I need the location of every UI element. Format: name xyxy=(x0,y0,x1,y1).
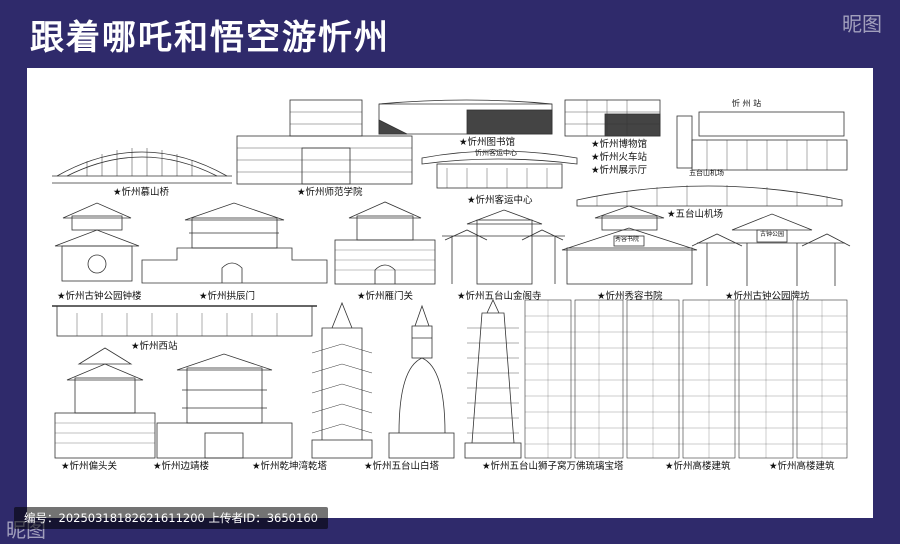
gongchen-gate-drawing xyxy=(141,202,328,284)
label-yanmen-pass: ★忻州雁门关 xyxy=(357,291,414,302)
lion-pagoda-drawing xyxy=(464,299,522,459)
jinge-temple-drawing xyxy=(442,209,565,285)
mushan-bridge-drawing xyxy=(52,148,232,184)
label-mushan-bridge: ★忻州慕山桥 xyxy=(113,187,170,198)
airport-drawing xyxy=(576,185,843,207)
label-piantou-pass: ★忻州偏头关 xyxy=(61,461,118,472)
label-exhibition-hall: ★忻州展示厅 xyxy=(591,165,648,176)
xiurong-academy-drawing xyxy=(561,205,698,285)
xiurong-sign: 秀容书院 xyxy=(615,236,640,243)
label-xiurong-academy: ★忻州秀容书院 xyxy=(597,291,663,302)
bianjing-tower-drawing xyxy=(156,353,293,459)
watermark-top-right: 昵图 xyxy=(842,12,882,36)
library-drawing xyxy=(378,99,553,135)
memorial-arch-drawing xyxy=(691,213,851,286)
label-memorial-arch: ★忻州古钟公园牌坊 xyxy=(725,291,810,302)
label-airport: ★五台山机场 xyxy=(667,209,724,220)
label-normal-college: ★忻州师范学院 xyxy=(297,187,363,198)
landmarks-line-art xyxy=(52,99,851,459)
airport-sign: 五台山机场 xyxy=(689,169,724,177)
label-west-station: ★忻州西站 xyxy=(131,341,178,352)
bus-center-sign: 忻州客运中心 xyxy=(475,149,517,157)
west-station-drawing xyxy=(52,305,317,337)
label-bell-tower: ★忻州古钟公园钟楼 xyxy=(57,291,142,302)
arch-sign: 古钟公园 xyxy=(760,231,785,238)
yanmen-pass-drawing xyxy=(334,201,436,285)
bus-center-drawing xyxy=(421,150,578,189)
normal-college-drawing xyxy=(236,99,413,185)
label-gongchen-gate: ★忻州拱辰门 xyxy=(199,291,256,302)
label-jinge-temple: ★忻州五台山金阁寺 xyxy=(457,291,542,302)
label-highrise-2: ★忻州高楼建筑 xyxy=(769,461,835,472)
label-bus-center: ★忻州客运中心 xyxy=(467,195,533,206)
label-museum: ★忻州博物馆 xyxy=(591,139,648,150)
piantou-pass-drawing xyxy=(54,347,156,459)
station-sign: 忻 州 站 xyxy=(732,99,762,108)
bell-tower-drawing xyxy=(54,202,140,282)
label-bianjing-tower: ★忻州边靖楼 xyxy=(153,461,210,472)
label-qiankun-tower: ★忻州乾坤湾乾塔 xyxy=(252,461,328,472)
label-lion-pagoda: ★忻州五台山狮子窝万佛琉璃宝塔 xyxy=(482,461,624,472)
museum-drawing xyxy=(564,99,661,137)
label-library: ★忻州图书馆 xyxy=(459,137,516,148)
label-white-pagoda: ★忻州五台山白塔 xyxy=(364,461,440,472)
white-pagoda-drawing xyxy=(388,304,455,459)
train-station-drawing xyxy=(676,111,848,171)
poster-title: 跟着哪吒和悟空游忻州 xyxy=(30,18,390,58)
highrise-windows xyxy=(525,300,847,458)
image-id-footer: 编号：20250318182621611200 上传者ID：3650160 xyxy=(14,507,328,529)
label-train-station: ★忻州火车站 xyxy=(591,152,648,163)
qiankun-tower-drawing xyxy=(311,301,373,459)
highrise-buildings-drawing xyxy=(524,299,848,459)
label-highrise-1: ★忻州高楼建筑 xyxy=(665,461,731,472)
illustration-panel: 忻州客运中心 忻 州 站 五台山机场 秀容书院 古钟公园 ★忻州慕山桥 ★忻州师… xyxy=(27,68,873,518)
